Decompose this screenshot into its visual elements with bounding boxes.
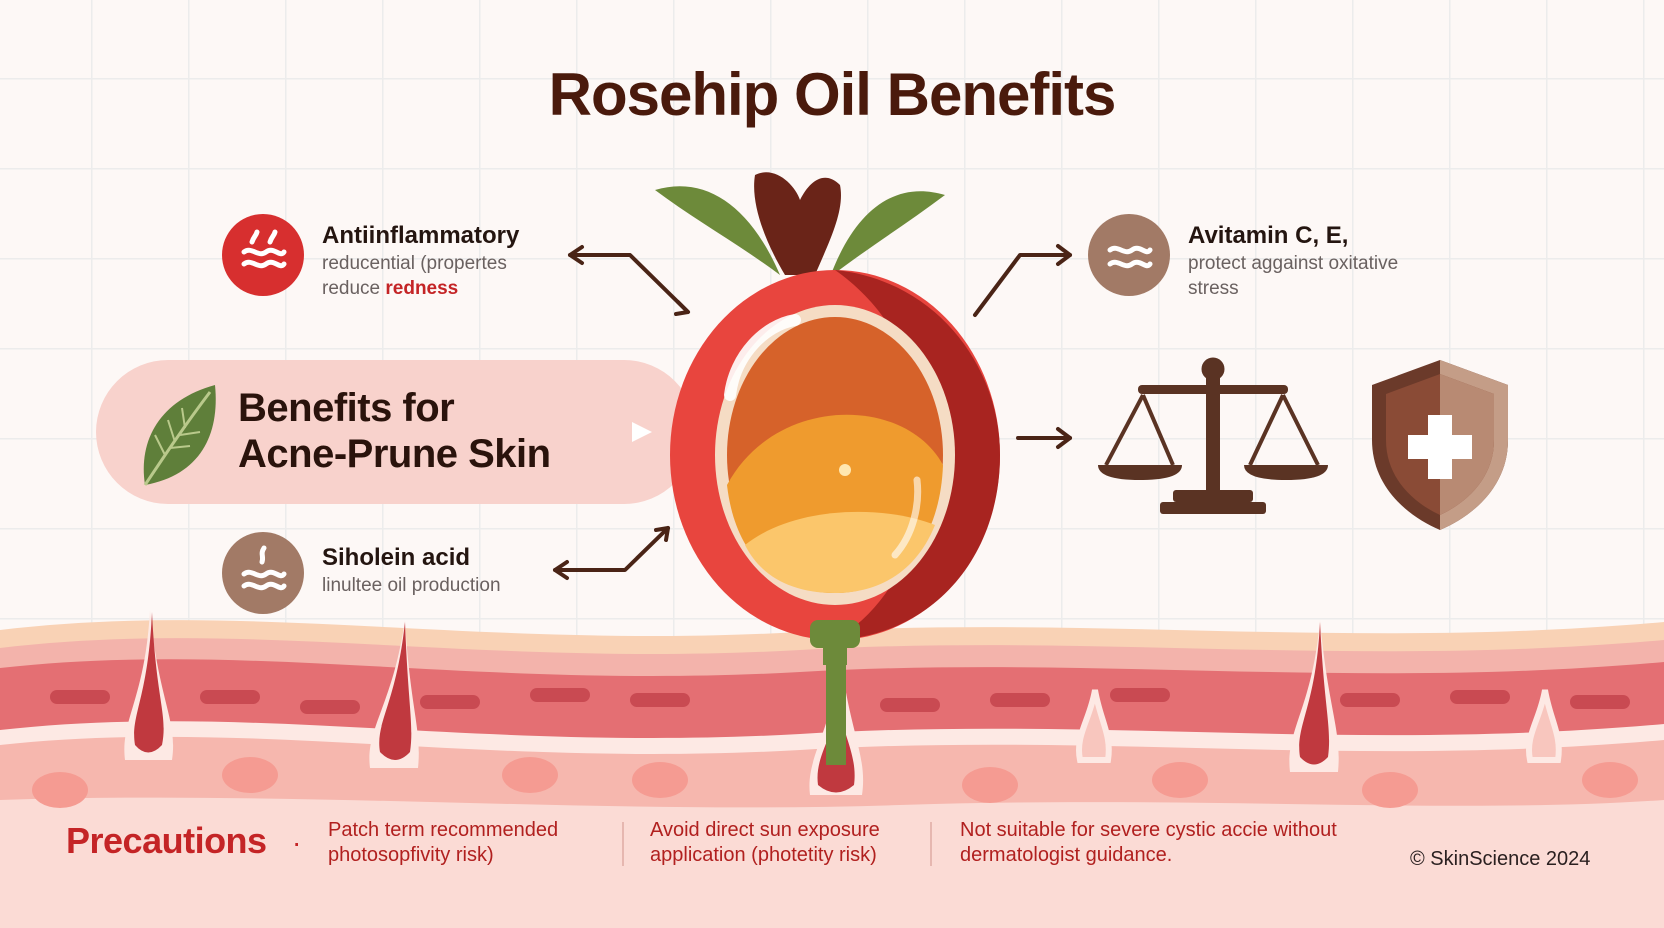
center-label-line2: Acne-Prune Skin bbox=[238, 432, 551, 476]
precautions-title: Precautions bbox=[66, 820, 267, 861]
precaution-item: Patch term recommended photosopfivity ri… bbox=[328, 818, 558, 868]
balance-scale-icon bbox=[1098, 357, 1328, 514]
benefit-desc-vitamin: protect aggainst oxitative stress bbox=[1188, 251, 1398, 301]
center-label-title: Benefits for Acne-Prune Skin bbox=[238, 385, 551, 477]
wave-lines-icon bbox=[241, 545, 287, 591]
vitamin-icon-circle bbox=[1088, 214, 1170, 296]
benefit-title-vitamin: Avitamin C, E, bbox=[1188, 222, 1349, 249]
benefit-title-linoleic-acid: Siholein acid bbox=[322, 544, 471, 571]
wave-lines-icon bbox=[241, 229, 287, 269]
benefit-desc-anti-inflammatory: reducential (propertes reduce redness bbox=[322, 251, 507, 301]
precaution-line: application (photetity risk) bbox=[650, 844, 877, 866]
center-label-line1: Benefits for bbox=[238, 386, 455, 430]
rosehip-fruit-illustration bbox=[655, 172, 1000, 665]
benefit-desc-line: protect aggainst oxitative bbox=[1188, 253, 1399, 274]
benefit-desc-linoleic-acid: linultee oil production bbox=[322, 573, 501, 598]
divider bbox=[930, 822, 932, 866]
precaution-line: photosopfivity risk) bbox=[328, 844, 494, 866]
redness-highlight: redness bbox=[385, 278, 459, 299]
benefit-desc-line: reducential (propertes bbox=[322, 253, 507, 274]
linoleic-acid-icon-circle bbox=[222, 532, 304, 614]
benefit-desc-line: reduce redness bbox=[322, 276, 507, 301]
play-arrow-icon bbox=[632, 422, 652, 442]
benefit-desc-line: linultee oil production bbox=[322, 575, 501, 596]
precaution-line: Patch term recommended bbox=[328, 819, 559, 841]
benefit-title-anti-inflammatory: Antiinflammatory bbox=[322, 222, 520, 249]
benefit-desc-line: stress bbox=[1188, 278, 1239, 299]
precaution-line: Not suitable for severe cystic accie wit… bbox=[960, 819, 1337, 841]
benefit-desc-prefix: reduce bbox=[322, 278, 386, 299]
anti-inflammatory-icon-circle bbox=[222, 214, 304, 296]
fruit-stem bbox=[826, 660, 846, 765]
leaf-icon bbox=[143, 385, 216, 486]
precaution-item: Avoid direct sun exposure application (p… bbox=[650, 818, 880, 868]
precautions-bullet: · bbox=[292, 827, 302, 858]
divider bbox=[622, 822, 624, 866]
precaution-line: Avoid direct sun exposure bbox=[650, 819, 880, 841]
precaution-item: Not suitable for severe cystic accie wit… bbox=[960, 818, 1337, 868]
copyright-notice: © SkinScience 2024 bbox=[1410, 848, 1591, 870]
medical-shield-icon bbox=[1372, 360, 1508, 530]
page-title: Rosehip Oil Benefits bbox=[548, 61, 1117, 128]
wave-lines-icon bbox=[1107, 245, 1153, 269]
precaution-line: dermatologist guidance. bbox=[960, 844, 1173, 866]
